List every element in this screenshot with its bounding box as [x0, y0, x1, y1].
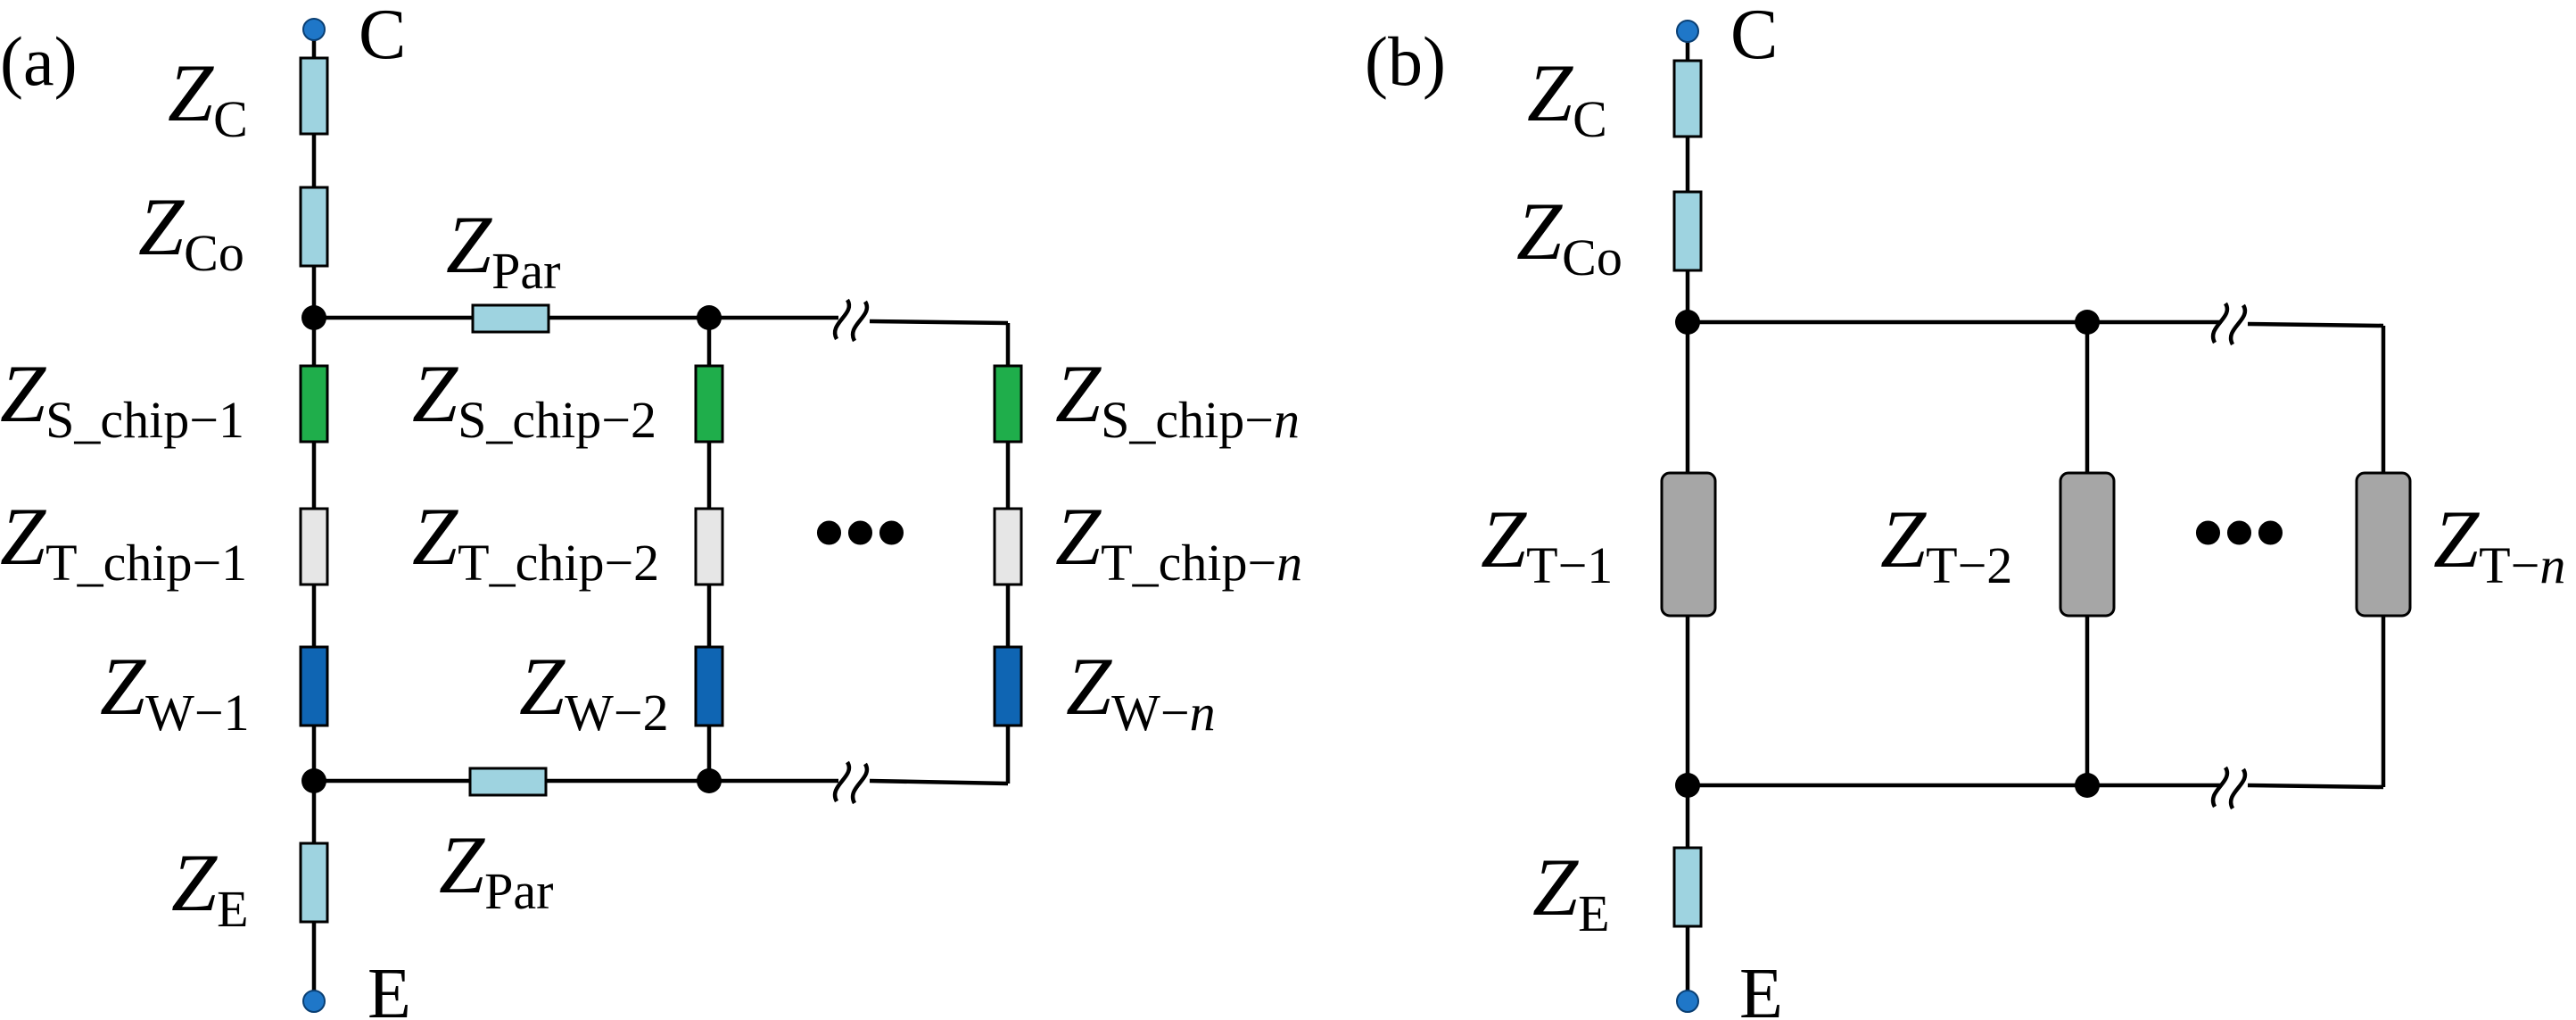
terminal-dot-e: [302, 990, 326, 1013]
junction-dot: [301, 305, 326, 330]
ellipsis: •••: [813, 483, 907, 582]
label-zco: ZCo: [138, 181, 244, 282]
panel-b: (b) C E ZC ZCo ZE ZT−1 ZT−2 ZT−n •••: [1365, 0, 2565, 1020]
wire: [869, 778, 1009, 786]
impedance-zw2: [694, 645, 724, 727]
impedance-ztn: [993, 507, 1023, 586]
impedance-zwn: [993, 645, 1023, 727]
terminal-dot-e: [1676, 990, 1699, 1013]
impedance-zpar-top: [471, 303, 550, 334]
junction-dot: [1675, 773, 1700, 798]
junction-dot: [2075, 773, 2100, 798]
impedance-zt1: [299, 507, 329, 586]
impedance-ze: [1672, 846, 1703, 928]
label-zc: ZC: [168, 47, 248, 148]
label-ztn: ZT_chip−n: [1055, 491, 1302, 592]
label-zwn: ZW−n: [1066, 641, 1216, 742]
label-zt1: ZT−1: [1481, 493, 1613, 594]
label-ztn: ZT−n: [2433, 493, 2565, 594]
impedance-zco: [299, 186, 329, 268]
wire-break-symbol: [2228, 303, 2248, 346]
label-zt2: ZT_chip−2: [412, 491, 659, 592]
terminal-label-e: E: [367, 955, 411, 1020]
label-zw2: ZW−2: [519, 641, 669, 742]
impedance-zw1: [299, 645, 329, 727]
wire-break-symbol: [850, 300, 870, 343]
label-ze: ZE: [171, 837, 249, 938]
impedance-zs1: [299, 364, 329, 444]
label-zt2: ZT−2: [1880, 493, 2012, 594]
impedance-zco: [1672, 190, 1703, 272]
terminal-dot-c: [302, 18, 326, 41]
junction-dot: [697, 305, 722, 330]
panel-label: (b): [1365, 22, 1446, 100]
impedance-zt1: [1660, 471, 1717, 618]
terminal-label-c: C: [1730, 0, 1778, 74]
junction-dot: [2075, 310, 2100, 335]
label-zsn: ZS_chip−n: [1055, 348, 1300, 449]
wire-break-symbol: [850, 762, 870, 805]
panel-a: (a) C E ZC ZCo ZPar ZPar ZE ZS_chip−1 ZT…: [0, 0, 1302, 1020]
label-zw1: ZW−1: [100, 641, 250, 742]
wire: [869, 319, 1009, 326]
label-zt1: ZT_chip−1: [0, 491, 247, 592]
impedance-zt2: [2059, 471, 2116, 618]
terminal-dot-c: [1676, 20, 1699, 43]
label-zco: ZCo: [1516, 186, 1622, 286]
impedance-zc: [1672, 59, 1703, 138]
terminal-label-e: E: [1739, 955, 1783, 1020]
wire-break-symbol: [2210, 302, 2230, 344]
label-zs2: ZS_chip−2: [412, 348, 656, 449]
junction-dot: [301, 768, 326, 793]
wire-break-symbol: [2228, 767, 2248, 810]
impedance-zpar-bottom: [468, 767, 548, 797]
impedance-zc: [299, 56, 329, 136]
label-zpar-top: ZPar: [446, 199, 561, 300]
label-ze: ZE: [1532, 842, 1610, 942]
label-zs1: ZS_chip−1: [0, 348, 244, 449]
junction-dot: [697, 768, 722, 793]
wire: [2247, 321, 2384, 328]
junction-dot: [1675, 310, 1700, 335]
impedance-zs2: [694, 364, 724, 444]
impedance-ztn: [2355, 471, 2412, 618]
impedance-ze: [299, 842, 329, 924]
wire-break-symbol: [2210, 766, 2230, 809]
label-zpar-bottom: ZPar: [439, 819, 554, 920]
impedance-zt2: [694, 507, 724, 586]
panel-label: (a): [0, 22, 78, 100]
impedance-zsn: [993, 364, 1023, 444]
wire-break-symbol: [832, 760, 852, 803]
terminal-label-c: C: [359, 0, 406, 74]
label-zc: ZC: [1527, 47, 1607, 148]
ellipsis: •••: [2192, 483, 2286, 582]
wire-break-symbol: [832, 298, 852, 341]
wire: [2247, 783, 2384, 790]
